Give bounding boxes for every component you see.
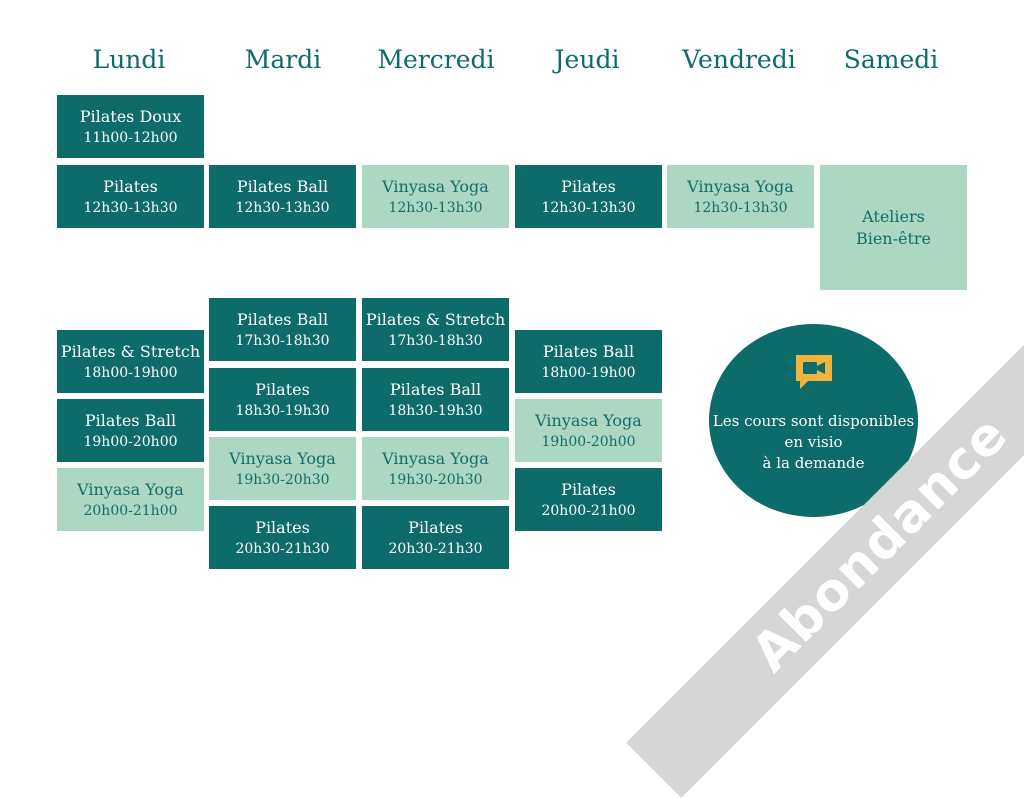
- day-header-mardi: Mardi: [244, 45, 322, 74]
- class-block: Vinyasa Yoga 20h00-21h00: [57, 468, 204, 531]
- class-name: Pilates: [255, 379, 310, 399]
- day-header-jeudi: Jeudi: [554, 45, 620, 74]
- ateliers-label: Ateliers: [862, 206, 925, 226]
- class-block: Pilates Ball 18h00-19h00: [515, 330, 662, 393]
- class-time: 19h00-20h00: [541, 433, 636, 450]
- class-block: Pilates Ball 19h00-20h00: [57, 399, 204, 462]
- class-block: Pilates 20h30-21h30: [362, 506, 509, 569]
- class-block: Pilates 20h00-21h00: [515, 468, 662, 531]
- class-time: 19h30-20h30: [235, 471, 330, 488]
- class-time: 18h30-19h30: [235, 402, 330, 419]
- class-time: 20h00-21h00: [83, 502, 178, 519]
- class-name: Pilates Ball: [84, 410, 177, 430]
- visio-line-1: Les cours sont disponibles: [712, 412, 915, 430]
- visio-info-circle: Les cours sont disponibles en visio à la…: [709, 324, 918, 517]
- class-time: 19h00-20h00: [83, 433, 178, 450]
- class-time: 11h00-12h00: [83, 129, 178, 146]
- class-block: Pilates 18h30-19h30: [209, 368, 356, 431]
- class-name: Pilates & Stretch: [365, 309, 506, 329]
- class-name: Pilates Ball: [236, 176, 329, 196]
- class-block: Vinyasa Yoga 12h30-13h30: [667, 165, 814, 228]
- class-time: 12h30-13h30: [235, 199, 330, 216]
- class-name: Pilates Ball: [542, 341, 635, 361]
- class-name: Pilates: [408, 517, 463, 537]
- class-time: 12h30-13h30: [388, 199, 483, 216]
- day-header-samedi: Samedi: [843, 45, 939, 74]
- class-time: 12h30-13h30: [693, 199, 788, 216]
- class-time: 20h00-21h00: [541, 502, 636, 519]
- visio-line-2: en visio: [784, 433, 843, 451]
- class-name: Pilates: [255, 517, 310, 537]
- class-block: Pilates & Stretch 17h30-18h30: [362, 298, 509, 361]
- class-name: Pilates: [561, 479, 616, 499]
- day-header-mercredi: Mercredi: [377, 45, 495, 74]
- day-header-lundi: Lundi: [92, 45, 166, 74]
- class-block: Vinyasa Yoga 19h30-20h30: [362, 437, 509, 500]
- class-name: Pilates: [561, 176, 616, 196]
- class-block: Vinyasa Yoga 19h30-20h30: [209, 437, 356, 500]
- class-name: Vinyasa Yoga: [229, 448, 336, 468]
- class-time: 17h30-18h30: [235, 332, 330, 349]
- class-block: Pilates 12h30-13h30: [515, 165, 662, 228]
- class-name: Pilates Ball: [236, 309, 329, 329]
- bien-etre-label: Bien-être: [855, 228, 932, 248]
- class-block: Pilates Doux 11h00-12h00: [57, 95, 204, 158]
- class-time: 12h30-13h30: [541, 199, 636, 216]
- class-name: Vinyasa Yoga: [77, 479, 184, 499]
- class-time: 17h30-18h30: [388, 332, 483, 349]
- class-time: 12h30-13h30: [83, 199, 178, 216]
- class-name: Pilates: [103, 176, 158, 196]
- class-block: Pilates & Stretch 18h00-19h00: [57, 330, 204, 393]
- class-name: Pilates Doux: [79, 106, 182, 126]
- class-time: 19h30-20h30: [388, 471, 483, 488]
- class-block: Pilates Ball 12h30-13h30: [209, 165, 356, 228]
- class-name: Pilates Ball: [389, 379, 482, 399]
- video-camera-icon: [794, 353, 834, 397]
- class-time: 18h00-19h00: [541, 364, 636, 381]
- class-time: 18h30-19h30: [388, 402, 483, 419]
- class-name: Vinyasa Yoga: [687, 176, 794, 196]
- saturday-ateliers-block: Ateliers Bien-être: [820, 165, 967, 290]
- class-name: Vinyasa Yoga: [535, 410, 642, 430]
- class-name: Pilates & Stretch: [60, 341, 201, 361]
- class-block: Vinyasa Yoga 12h30-13h30: [362, 165, 509, 228]
- class-name: Vinyasa Yoga: [382, 176, 489, 196]
- class-name: Vinyasa Yoga: [382, 448, 489, 468]
- class-block: Pilates Ball 17h30-18h30: [209, 298, 356, 361]
- class-time: 18h00-19h00: [83, 364, 178, 381]
- class-block: Pilates 12h30-13h30: [57, 165, 204, 228]
- day-header-vendredi: Vendredi: [682, 45, 796, 74]
- class-block: Vinyasa Yoga 19h00-20h00: [515, 399, 662, 462]
- class-block: Pilates 20h30-21h30: [209, 506, 356, 569]
- visio-line-3: à la demande: [762, 454, 865, 472]
- class-block: Pilates Ball 18h30-19h30: [362, 368, 509, 431]
- class-time: 20h30-21h30: [235, 540, 330, 557]
- class-time: 20h30-21h30: [388, 540, 483, 557]
